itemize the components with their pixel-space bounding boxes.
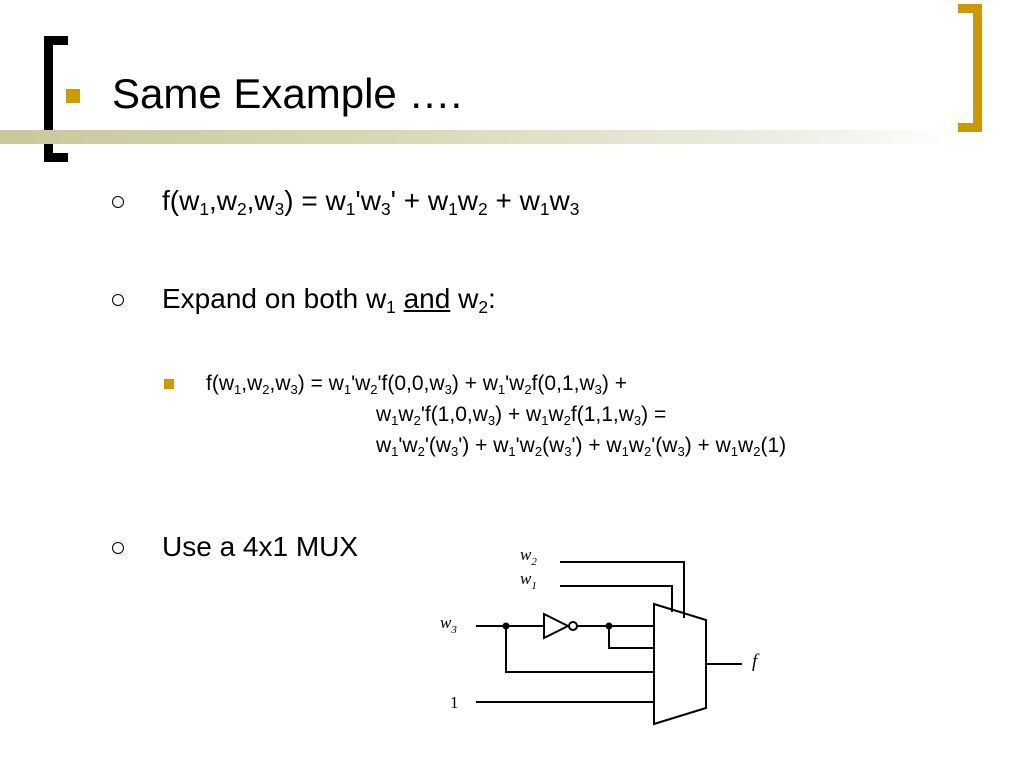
bullet-expand: Expand on both w1 and w2: [162, 283, 496, 318]
mux-body [653, 602, 707, 726]
bullet-function-definition: f(w1,w2,w3) = w1'w3' + w1w2 + w1w3 [162, 185, 580, 220]
circle-bullet-icon [112, 294, 124, 306]
equation-line-1: f(w1,w2,w3) = w1'w2'f(0,0,w3) + w1'w2f(0… [206, 372, 627, 397]
bullet-expansion-equation: f(w1,w2,w3) = w1'w2'f(0,0,w3) + w1'w2f(0… [206, 368, 786, 461]
equation-line-3: w1'w2'(w3') + w1'w2(w3') + w1w2'(w3) + w… [376, 434, 787, 459]
label-one: 1 [450, 693, 459, 712]
circle-bullet-icon [112, 542, 124, 554]
square-bullet-icon [164, 379, 174, 389]
slide-title: Same Example …. [112, 70, 463, 117]
bullet-use-mux: Use a 4x1 MUX [162, 531, 359, 562]
wire-w2 [560, 561, 685, 618]
left-bracket-decoration [44, 36, 68, 162]
equation-line-2: w1w2'f(1,0,w3) + w1w2f(1,1,w3) = [376, 403, 667, 428]
title-bullet-icon [66, 89, 80, 103]
label-w3: w3 [440, 613, 457, 636]
mux-circuit-diagram: w2 w1 w3 1 f [440, 545, 760, 726]
label-w1: w1 [520, 569, 537, 592]
junction-dot [605, 622, 613, 630]
wire-w1 [560, 585, 673, 612]
right-bracket-decoration [958, 4, 982, 132]
wire-w3-branch [505, 626, 654, 673]
label-w2: w2 [520, 545, 537, 568]
inverter-gate [543, 612, 571, 640]
wire-w3-inverted-branch [608, 626, 654, 649]
title-rule [0, 130, 958, 144]
label-output-f: f [752, 651, 760, 672]
junction-dot [502, 622, 510, 630]
circle-bullet-icon [112, 196, 124, 208]
